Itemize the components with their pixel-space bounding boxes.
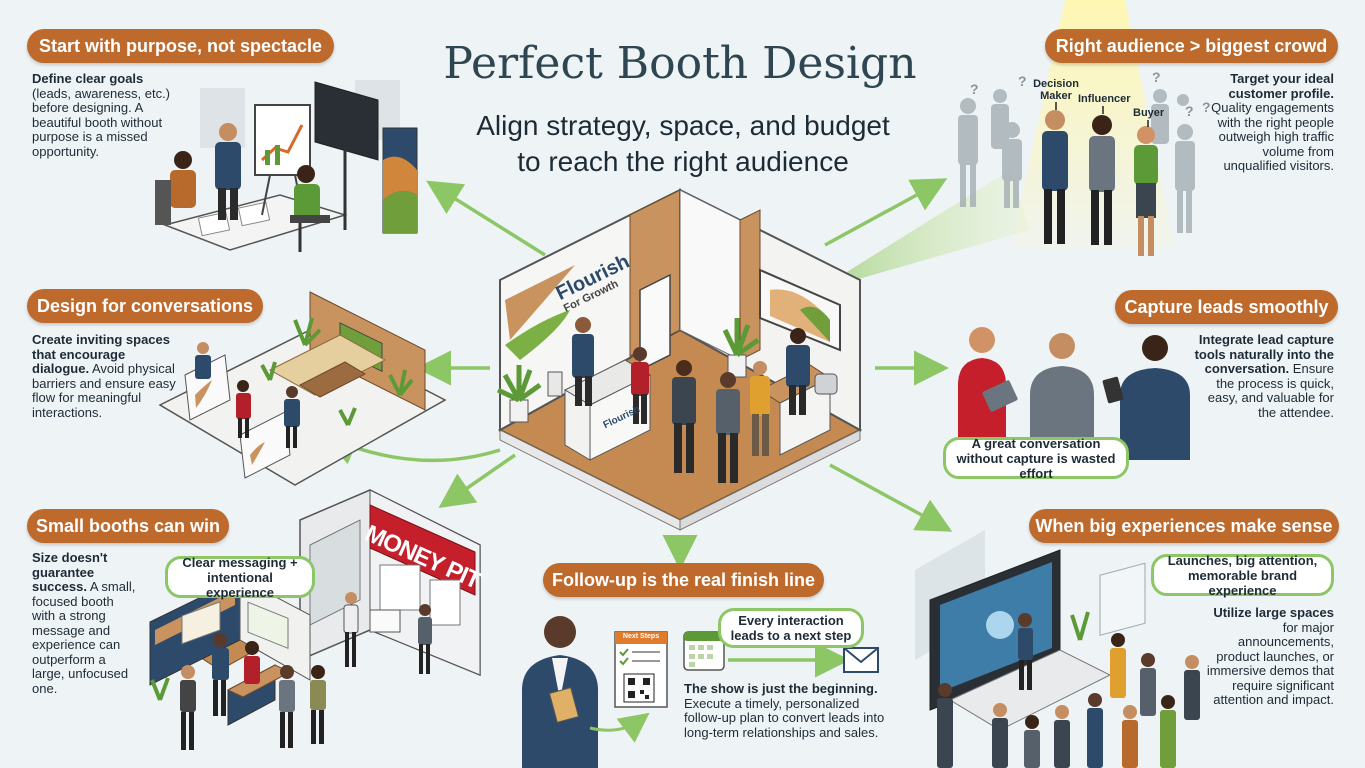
desc-text: Ensure the process is quick, easy, and v… (1207, 361, 1334, 420)
desc-bold: Utilize large spaces (1213, 605, 1334, 620)
person (716, 372, 740, 483)
plant-icon (496, 365, 542, 423)
section-label-leads: Capture leads smoothly (1115, 290, 1338, 324)
person (195, 342, 211, 379)
next-steps-card-title: Next Steps (622, 633, 660, 640)
person (1018, 613, 1033, 690)
person (672, 360, 696, 473)
section-label-big: When big experiences make sense (1029, 509, 1339, 543)
person (310, 665, 326, 744)
svg-text:?: ? (1152, 69, 1161, 85)
section-label-conversations: Design for conversations (27, 289, 263, 323)
section-label-followup: Follow-up is the real finish line (543, 563, 824, 597)
big-stage-scene (915, 530, 1200, 768)
desc-bold: Create inviting spaces that encourage di… (32, 332, 170, 376)
person (1089, 115, 1115, 245)
svg-text:?: ? (1202, 99, 1211, 115)
calendar-icon (683, 631, 725, 671)
page-title: Perfect Booth Design (443, 38, 917, 89)
desc-text: A small, focused booth with a strong mes… (32, 579, 136, 696)
section-desc-purpose: Define clear goals (leads, awareness, et… (32, 71, 182, 159)
callout-leads: A great conversation without capture is … (943, 436, 1129, 481)
section-desc-conversations: Create inviting spaces that encourage di… (32, 332, 184, 420)
subtitle-line: Align strategy, space, and budget (476, 110, 890, 141)
booth-comparison (148, 489, 481, 750)
subtitle-line: to reach the right audience (517, 146, 849, 177)
svg-text:?: ? (1018, 73, 1027, 89)
person (155, 151, 196, 225)
section-label-small: Small booths can win (27, 509, 229, 543)
person (631, 347, 649, 424)
section-desc-audience: Target your ideal customer profile. Qual… (1200, 71, 1334, 174)
lounge-scene (158, 291, 447, 486)
followup-scene (522, 616, 879, 768)
person (343, 592, 359, 667)
person (1134, 126, 1158, 256)
person (958, 327, 1018, 440)
person (180, 665, 196, 750)
desc-bold: Size doesn't guarantee success. (32, 550, 108, 594)
audience-scene: ????? (958, 69, 1211, 256)
tag-buyer: Buyer (1133, 107, 1165, 119)
person (418, 604, 432, 674)
callout-followup: Every interaction leads to a next step (718, 608, 864, 648)
svg-text:?: ? (970, 81, 979, 97)
email-icon (843, 647, 879, 673)
person (522, 616, 598, 768)
person (1102, 335, 1190, 460)
lead-capture-scene (958, 327, 1190, 460)
person (750, 361, 770, 456)
person (290, 165, 330, 252)
person (1042, 110, 1068, 244)
person (786, 328, 810, 415)
meeting-scene (155, 80, 418, 252)
person (215, 123, 241, 220)
section-desc-leads: Integrate lead capture tools naturally i… (1194, 332, 1334, 420)
page-subtitle: Align strategy, space, and budget to rea… (400, 108, 966, 180)
desc-text: Quality engagements with the right peopl… (1211, 100, 1334, 173)
desc-bold: Integrate lead capture tools naturally i… (1194, 332, 1334, 376)
section-label-purpose: Start with purpose, not spectacle (27, 29, 334, 63)
person (1030, 333, 1094, 450)
person (572, 317, 594, 406)
desc-text: Avoid physical barriers and ensure easy … (32, 361, 176, 420)
desc-bold: Define clear goals (32, 71, 144, 86)
desc-bold: The show is just the beginning. (684, 681, 878, 696)
person (236, 380, 251, 438)
desc-text: (leads, awareness, etc.) before designin… (32, 85, 171, 159)
section-desc-big: Utilize large spaces for major announcem… (1196, 605, 1334, 708)
person (279, 665, 295, 748)
central-booth (496, 188, 863, 531)
svg-text:?: ? (1185, 103, 1194, 119)
person (244, 641, 260, 684)
tag-decision-maker: Decision Maker (1033, 78, 1079, 102)
person (284, 386, 300, 448)
section-label-audience: Right audience > biggest crowd (1045, 29, 1338, 63)
callout-big: Launches, big attention, memorable brand… (1151, 553, 1334, 598)
callout-small: Clear messaging + intentional experience (165, 555, 315, 600)
person (212, 633, 229, 716)
desc-text: for major announcements, product launche… (1206, 619, 1334, 707)
tag-influencer: Influencer (1078, 93, 1131, 105)
section-desc-small: Size doesn't guarantee success. A small,… (32, 550, 140, 696)
focus-beam (820, 170, 1030, 290)
desc-bold: Target your ideal customer profile. (1228, 71, 1334, 101)
section-desc-followup: The show is just the beginning. Execute … (684, 681, 898, 740)
desc-text: Execute a timely, personalized follow-up… (684, 695, 885, 740)
